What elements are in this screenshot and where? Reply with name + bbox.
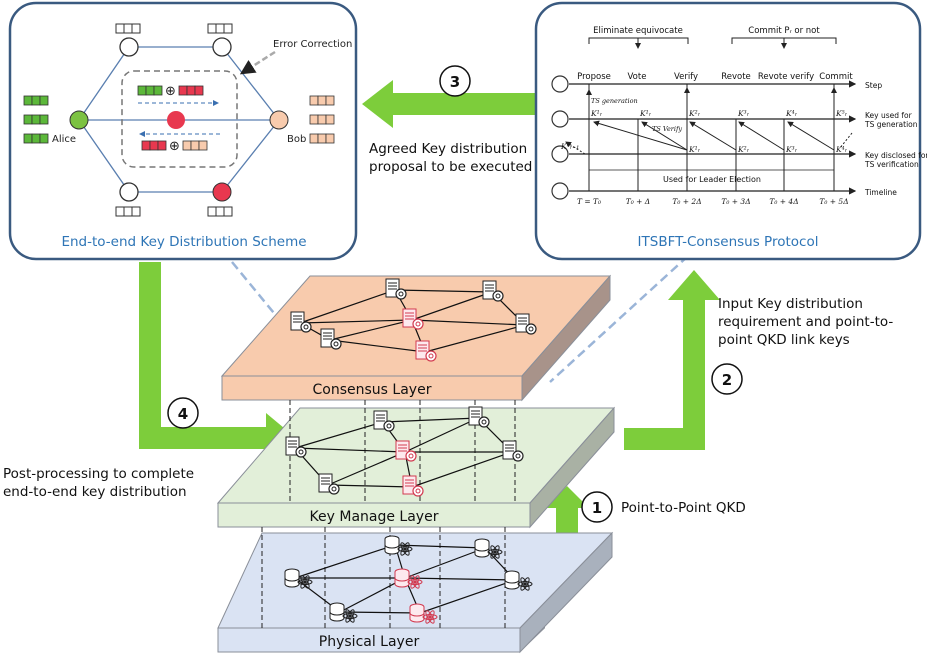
step-labels: Propose Vote Verify Revote Revote verify… [577, 72, 853, 82]
key-label: K⁴ᵣ [835, 145, 848, 154]
step-label: Revote [721, 72, 751, 82]
step-2-text-line3: point QKD link keys [718, 332, 850, 348]
zoom-line-right [549, 255, 689, 383]
step-label: Verify [674, 72, 698, 82]
right-panel-content [551, 37, 857, 200]
xor-symbol-bottom: ⊕ [169, 139, 180, 154]
step-4-badge: 4 [167, 397, 199, 429]
row-label: TS verification [864, 160, 919, 169]
eliminate-equivocate-label: Eliminate equivocate [593, 26, 683, 36]
arrow-step-3 [362, 80, 541, 128]
key-label: Kⁿᵣ₋₁ [560, 142, 579, 151]
step-2-badge: 2 [711, 363, 743, 395]
step-2-number: 2 [722, 371, 732, 389]
step-2-text-line2: requirement and point-to- [718, 314, 893, 330]
keys-top: K¹ᵣ K¹ᵣ K²ᵣ K³ᵣ K⁴ᵣ K⁵ᵣ [590, 109, 848, 118]
consensus-layer-label: Consensus Layer [313, 382, 432, 398]
ts-verify-label: TS Verify [652, 125, 682, 133]
step-3-text-line2: proposal to be executed [369, 159, 532, 175]
leader-election-label: Used for Leader Election [663, 175, 761, 184]
step-4-text-line2: end-to-end key distribution [3, 484, 187, 500]
key-label: K⁴ᵣ [785, 109, 798, 118]
step-1-number: 1 [592, 499, 602, 517]
row-label: Key used for [865, 111, 913, 120]
step-2-text-line1: Input Key distribution [718, 296, 863, 312]
step-4-text-line1: Post-processing to complete [3, 466, 194, 482]
time-label: T = T₀ [577, 197, 601, 206]
key-label: K³ᵣ [737, 109, 750, 118]
row-label: Timeline [864, 188, 897, 197]
step-label: Propose [577, 72, 611, 82]
step-4-number: 4 [178, 405, 188, 423]
zoom-line-left [231, 261, 279, 319]
xor-symbol-top: ⊕ [165, 84, 176, 99]
key-label: K⁵ᵣ [835, 109, 848, 118]
key-manage-layer [216, 406, 616, 529]
row-labels: Step Key used for TS generation Key disc… [864, 81, 927, 197]
key-label: K²ᵣ [737, 145, 750, 154]
row-label: TS generation [864, 120, 918, 129]
step-1-text: Point-to-Point QKD [621, 500, 746, 516]
step-3-badge: 3 [439, 65, 471, 97]
time-label: T₀ + Δ [626, 197, 650, 206]
alice-label: Alice [52, 134, 76, 145]
keys-mid: Kⁿᵣ₋₁ K¹ᵣ K²ᵣ K³ᵣ K⁴ᵣ [560, 142, 848, 154]
step-3-number: 3 [450, 73, 460, 91]
step-label: Revote verify [758, 72, 814, 82]
step-1-badge: 1 [581, 491, 613, 523]
time-label: T₀ + 3Δ [721, 197, 750, 206]
time-label: T₀ + 2Δ [672, 197, 701, 206]
step-label: Commit [819, 72, 853, 82]
right-panel [534, 1, 922, 261]
ts-generation-label: TS generation [591, 97, 638, 105]
left-panel-content [23, 23, 335, 217]
key-label: K¹ᵣ [590, 109, 603, 118]
time-labels: T = T₀ T₀ + Δ T₀ + 2Δ T₀ + 3Δ T₀ + 4Δ T₀… [577, 197, 849, 206]
error-correction-label: Error Correction [273, 39, 352, 50]
physical-layer-label: Physical Layer [319, 634, 420, 650]
step-3-text-line1: Agreed Key distribution [369, 141, 527, 157]
arrow-step-2 [624, 270, 720, 450]
keymanage-layer-label: Key Manage Layer [310, 509, 439, 525]
left-panel [8, 1, 358, 261]
key-label: K³ᵣ [785, 145, 798, 154]
key-label: K²ᵣ [688, 109, 701, 118]
key-label: K¹ᵣ [639, 109, 652, 118]
left-panel-title: End-to-end Key Distribution Scheme [61, 234, 306, 250]
right-panel-title: ITSBFT-Consensus Protocol [638, 234, 819, 250]
key-label: K¹ᵣ [688, 145, 701, 154]
commit-or-not-label: Commit Pᵣ or not [748, 26, 820, 36]
step-label: Vote [628, 72, 647, 82]
time-label: T₀ + 4Δ [769, 197, 798, 206]
time-label: T₀ + 5Δ [819, 197, 848, 206]
row-label: Key disclosed for [865, 151, 927, 160]
row-label: Step [865, 81, 882, 90]
bob-label: Bob [287, 134, 306, 145]
